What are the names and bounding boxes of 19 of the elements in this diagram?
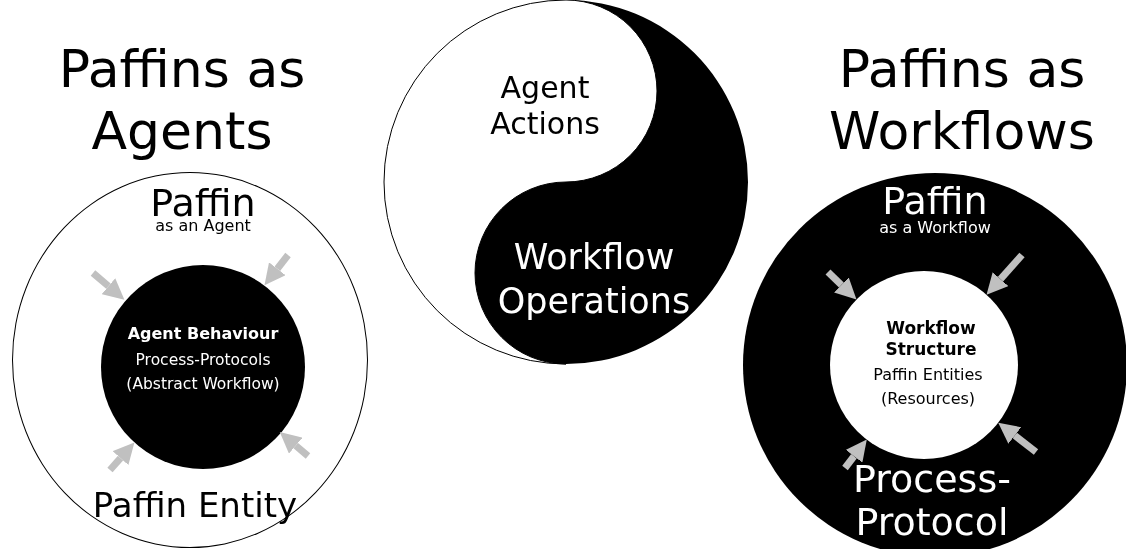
half-label: Agent Actions [489,70,601,142]
circle-body: Process-Protocols (Abstract Workflow) [125,350,281,395]
arrow [279,432,311,459]
circle-subheading: as a Workflow [878,218,992,238]
arrow [107,442,135,473]
arrow [90,270,125,300]
arrow [998,422,1039,455]
arrow [986,252,1025,295]
circle-footer: Paffin Entity [45,485,345,525]
circle-heading: Workflow Structure [884,318,978,360]
circle-footer: Process-Protocol [832,458,1032,544]
arrow [825,269,857,300]
circle-heading: Agent Behaviour [126,323,280,345]
title-heading: Paffins as Workflows [828,38,1096,162]
circle-body: Paffin Entities (Resources) [872,364,984,410]
arrow [842,439,867,471]
title-heading: Paffins as Agents [57,38,307,162]
arrow [264,252,291,286]
half-label: Workflow Operations [496,236,692,323]
